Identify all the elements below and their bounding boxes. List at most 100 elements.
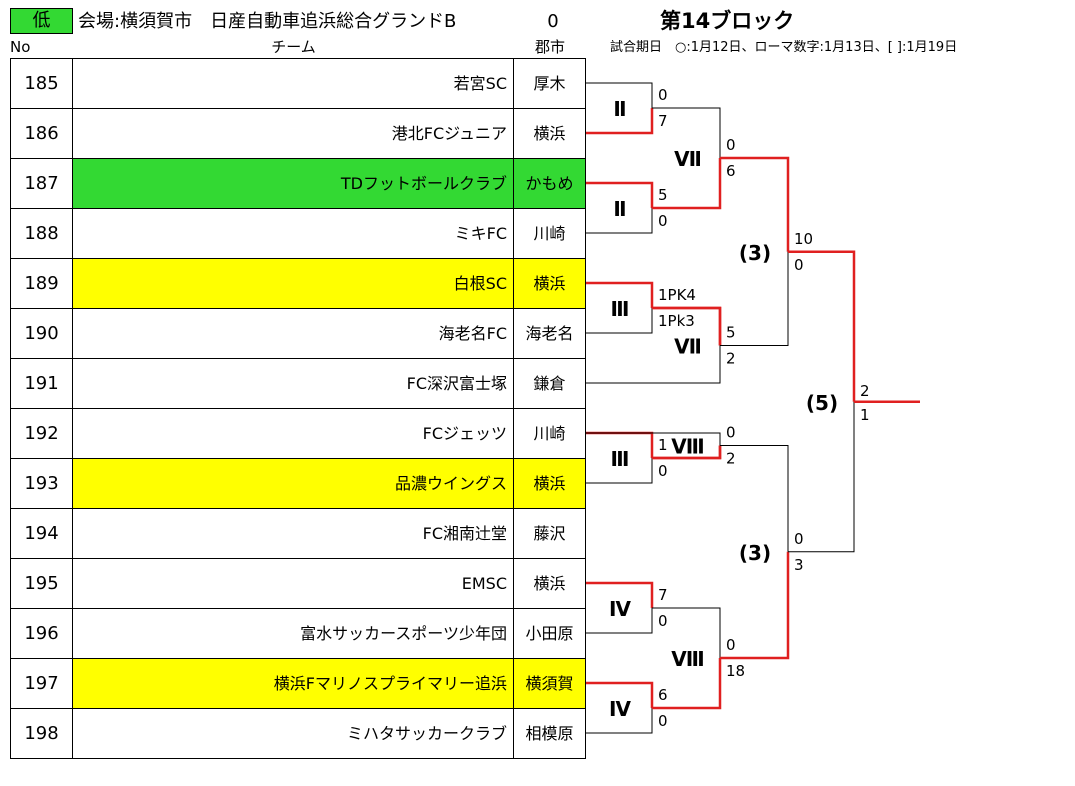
team-name: FC湘南辻堂: [72, 508, 514, 559]
block-title: 第14ブロック: [660, 9, 795, 33]
team-city: 小田原: [513, 608, 586, 659]
schedule-note: 試合期日 ○:1月12日、ローマ数字:1月13日、[ ]:1月19日: [610, 40, 958, 55]
round1-bottom-score: 7: [658, 112, 668, 130]
round3-top-score: 10: [794, 230, 813, 248]
round2-date-label: Ⅷ: [671, 647, 704, 671]
bracket-r2-bottom-line: [652, 158, 722, 210]
final-date-label: (5): [806, 391, 838, 415]
team-name: EMSC: [72, 558, 514, 609]
round1-top-score: 6: [658, 686, 668, 704]
bracket-r3-bottom-line: [720, 551, 790, 660]
bracket-r3-top-line: [720, 156, 790, 252]
bracket-r1-top-line: [586, 82, 653, 108]
team-number: 188: [10, 208, 73, 259]
bracket-r1-top-line: [586, 281, 654, 308]
team-city: かもめ: [513, 158, 586, 209]
team-name: 横浜Fマリノスプライマリー追浜: [72, 658, 514, 709]
bracket-r3-bottom-line: [720, 251, 789, 346]
team-number: 195: [10, 558, 73, 609]
team-number: 197: [10, 658, 73, 709]
round2-bottom-score: 2: [726, 450, 736, 468]
team-number: 198: [10, 708, 73, 759]
team-number: 194: [10, 508, 73, 559]
round3-bottom-score: 0: [794, 256, 804, 274]
round1-date-label: Ⅱ: [613, 97, 626, 121]
round2-bottom-score: 6: [726, 162, 736, 180]
bracket-r2-bottom-line: [652, 658, 722, 710]
col-header-team: チーム: [271, 38, 316, 56]
round2-date-label: Ⅶ: [674, 335, 702, 359]
team-name: ミキFC: [72, 208, 514, 259]
col-header-no: No: [10, 38, 31, 56]
bracket-r1-top-line: [586, 181, 654, 208]
bracket-r1-top-line: [586, 681, 654, 708]
team-city: 横須賀: [513, 658, 586, 709]
team-number: 196: [10, 608, 73, 659]
round3-top-score: 0: [794, 530, 804, 548]
round1-bottom-score: 1Pk3: [658, 312, 695, 330]
team-name: 海老名FC: [72, 308, 514, 359]
bracket-r1-bottom-line: [586, 458, 653, 484]
bracket-r1-bottom-line: [586, 108, 654, 135]
round1-date-label: Ⅲ: [611, 297, 630, 321]
team-name: 白根SC: [72, 258, 514, 309]
round1-date-label: Ⅲ: [611, 447, 630, 471]
round1-bottom-score: 0: [658, 712, 668, 730]
round1-date-label: Ⅱ: [613, 197, 626, 221]
bracket-r2-top-line: [652, 107, 721, 158]
round1-bottom-score: 0: [658, 462, 668, 480]
team-number: 187: [10, 158, 73, 209]
level-badge: 低: [10, 8, 73, 34]
team-name: ミハタサッカークラブ: [72, 708, 514, 759]
team-name: FCジェッツ: [72, 408, 514, 459]
round1-top-score: 0: [658, 86, 668, 104]
round1-bottom-score: 0: [658, 212, 668, 230]
bracket-final-top-line: [788, 250, 856, 402]
bracket-r1-top-line: [586, 581, 654, 608]
round1-date-label: Ⅳ: [609, 597, 631, 621]
final-top-score: 2: [860, 382, 870, 400]
round2-date-label: Ⅷ: [671, 435, 704, 459]
bracket-r2-bottom-line: [652, 445, 722, 460]
bracket-lines: [586, 82, 920, 734]
venue-count: 0: [547, 11, 559, 32]
team-name: FC深沢富士塚: [72, 358, 514, 409]
round2-bottom-score: 18: [726, 662, 745, 680]
team-city: 鎌倉: [513, 358, 586, 409]
round1-date-label: Ⅳ: [609, 697, 631, 721]
round1-top-score: 7: [658, 586, 668, 604]
round1-bottom-score: 0: [658, 612, 668, 630]
bracket-labels: Ⅱ07Ⅱ50Ⅲ1PK41Pk3Ⅲ10Ⅳ70Ⅳ60Ⅶ06Ⅶ52Ⅷ02Ⅷ018(3)…: [609, 86, 870, 730]
round3-date-label: (3): [739, 241, 771, 265]
team-name: 港北FCジュニア: [72, 108, 514, 159]
team-number: 190: [10, 308, 73, 359]
round2-top-score: 0: [726, 636, 736, 654]
bracket-bye-line: [586, 345, 721, 384]
bracket-r1-bottom-line: [586, 708, 653, 734]
round3-date-label: (3): [739, 541, 771, 565]
team-name: 品濃ウイングス: [72, 458, 514, 509]
round2-top-score: 5: [726, 324, 736, 342]
team-number: 186: [10, 108, 73, 159]
round3-bottom-score: 3: [794, 556, 804, 574]
bracket-r2-top-line: [652, 607, 721, 658]
round2-date-label: Ⅶ: [674, 147, 702, 171]
team-city: 相模原: [513, 708, 586, 759]
team-city: 川崎: [513, 408, 586, 459]
bracket-bye-line: [586, 432, 721, 446]
final-bottom-score: 1: [860, 406, 870, 424]
bracket-r3-top-line: [720, 445, 789, 552]
bracket-r2-top-line: [652, 306, 722, 346]
bracket-final-bottom-line: [788, 401, 855, 553]
team-city: 横浜: [513, 258, 586, 309]
round1-top-score: 5: [658, 186, 668, 204]
venue-title: 会場:横須賀市 日産自動車追浜総合グランドB: [78, 11, 457, 32]
round2-bottom-score: 2: [726, 350, 736, 368]
round2-top-score: 0: [726, 424, 736, 442]
round1-top-score: 1: [658, 436, 668, 454]
round2-top-score: 0: [726, 136, 736, 154]
team-name: TDフットボールクラブ: [72, 158, 514, 209]
team-city: 横浜: [513, 108, 586, 159]
team-name: 富水サッカースポーツ少年団: [72, 608, 514, 659]
